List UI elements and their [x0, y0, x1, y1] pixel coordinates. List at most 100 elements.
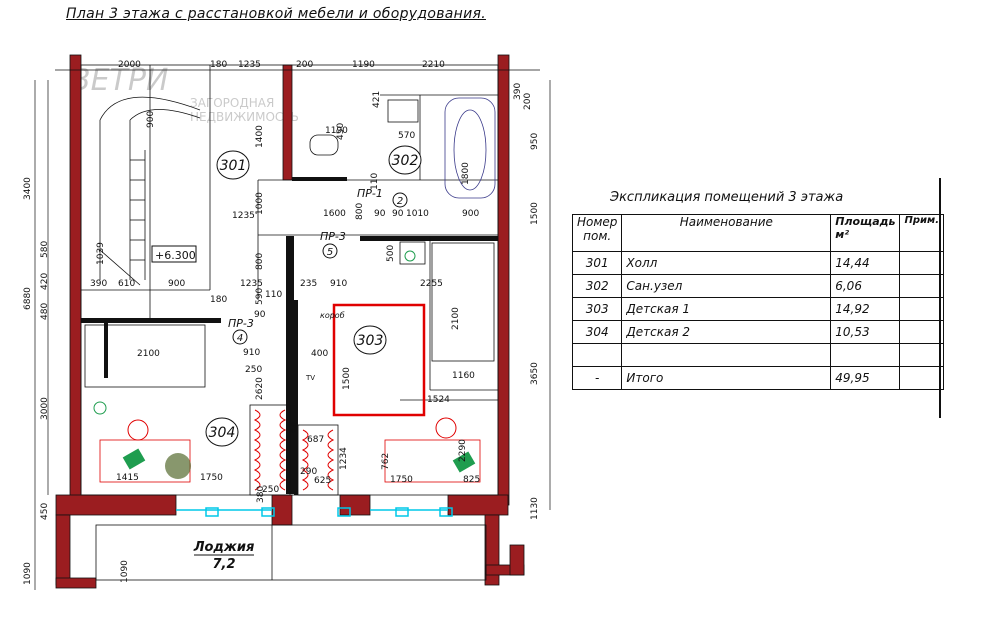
furniture-accents: [93, 250, 476, 479]
table-row: [571, 343, 944, 367]
cell-area: [830, 343, 901, 367]
dim-inner-18: 390: [90, 279, 107, 289]
dim-inner-32: 2100: [137, 349, 160, 359]
room-markers: [205, 145, 422, 447]
dim-inner-17: 1039: [96, 242, 106, 265]
dim-inner-8: 450: [336, 123, 346, 140]
wall-corner-r: [509, 544, 525, 576]
room-marker-304: [205, 417, 239, 447]
shower-sink: [399, 241, 426, 265]
explication-table: Номер пом. Наименование Площадь м² Прим.…: [571, 214, 944, 390]
cell-note: [899, 343, 944, 367]
dim-inner-21: 180: [210, 295, 227, 305]
wall-bottom-mid: [271, 494, 293, 526]
dim-inner-39: 687: [307, 435, 324, 445]
dim-inner-3: 1235: [232, 211, 255, 221]
dim-left-1: 6880: [23, 287, 33, 310]
sink: [387, 99, 419, 123]
dim-inner-48: 625: [314, 476, 331, 486]
level-mark: +6.300: [155, 249, 196, 262]
bed-304: [84, 324, 206, 388]
wall-bottom-left: [55, 494, 177, 516]
table-header-row: Номер пом. Наименование Площадь м² Прим.: [571, 214, 944, 252]
cell-note: [899, 251, 944, 275]
cell-area: 14,92: [830, 297, 901, 321]
cell-num: 304: [571, 320, 623, 344]
dim-inner-35: 1160: [452, 371, 475, 381]
cell-num: -: [571, 366, 623, 390]
header-area: Площадь м²: [830, 214, 901, 252]
desk-303: [384, 439, 481, 483]
interior-walls: [81, 177, 498, 495]
wall-bottom-right: [447, 494, 509, 516]
dim-inner-24: 590: [255, 288, 265, 305]
cell-area: 6,06: [830, 274, 901, 298]
dim-inner-52: 1090: [120, 560, 130, 583]
windows: [176, 507, 453, 517]
loggia-outline: [95, 524, 487, 581]
cell-num: 303: [571, 297, 623, 321]
dim-inner-10: 110: [370, 173, 380, 190]
wardrobe-303: [297, 424, 339, 496]
dim-left-3: 580: [40, 241, 50, 258]
dim-inner-43: 1750: [200, 473, 223, 483]
dim-right-0: 390: [513, 83, 523, 100]
table-row: 303 Детская 1 14,92: [571, 297, 944, 321]
dimension-lines: [34, 69, 551, 590]
room-num-303: 303: [357, 333, 384, 349]
dim-inner-44: 1415: [116, 473, 139, 483]
cell-num: [571, 343, 623, 367]
dim-inner-14: 90: [392, 209, 404, 219]
dim-inner-25: 90: [254, 310, 266, 320]
room-303-highlight: [332, 303, 426, 417]
room-marker-301: [216, 150, 250, 180]
dim-inner-34: 1500: [342, 367, 352, 390]
watermark-logo: ВЕТРИ ЗАГОРОДНАЯ НЕДВИЖИМОСТЬ: [70, 63, 299, 124]
toilet: [309, 134, 339, 156]
dim-inner-20: 900: [168, 279, 185, 289]
dim-inner-45: 380: [256, 486, 266, 503]
dim-top-0: 2000: [118, 60, 141, 70]
door-marker-4: [232, 329, 248, 345]
cell-num: 302: [571, 274, 623, 298]
dim-left-5: 3000: [40, 397, 50, 420]
dim-inner-2: 1000: [255, 192, 265, 215]
wall-left: [69, 54, 82, 506]
watermark-line3: НЕДВИЖИМОСТЬ: [190, 110, 299, 124]
level-box: [151, 245, 197, 263]
dim-right-3: 1500: [530, 202, 540, 225]
header-num: Номер пом.: [571, 214, 623, 252]
dim-inner-12: 1600: [323, 209, 346, 219]
room-num-304: 304: [209, 425, 236, 441]
dim-inner-23: 910: [330, 279, 347, 289]
dim-top-3: 200: [296, 60, 313, 70]
plan-title: План 3 этажа с расстановкой мебели и обо…: [66, 6, 486, 22]
header-name: Наименование: [621, 214, 832, 252]
wall-loggia-bl: [55, 577, 97, 589]
door-marker-2: [392, 192, 408, 208]
room-num-302: 302: [392, 153, 419, 169]
header-area-text: Площадь м²: [835, 215, 896, 241]
room-marker-303: [353, 325, 387, 355]
dim-right-2: 950: [530, 133, 540, 150]
dim-inner-4: 800: [255, 253, 265, 270]
dim-inner-47: 290: [300, 467, 317, 477]
dim-inner-6: 570: [398, 131, 415, 141]
door-num-2: 2: [397, 196, 403, 207]
dim-inner-37: 250: [245, 365, 262, 375]
plant-icon: [165, 453, 191, 479]
dim-top-2: 1235: [238, 60, 261, 70]
dim-inner-19: 610: [118, 279, 135, 289]
dim-inner-41: 762: [381, 453, 391, 470]
door-label-pr3b: ПР-3: [228, 317, 254, 330]
cell-area: 49,95: [830, 366, 901, 390]
dim-right-5: 1130: [530, 497, 540, 520]
label-tv: TV: [305, 374, 315, 382]
drain-icon: [404, 250, 416, 262]
dim-inner-42: 2290: [458, 439, 468, 462]
cell-note: [899, 274, 944, 298]
dim-right-1: 200: [523, 93, 533, 110]
wall-middle: [282, 64, 293, 181]
cell-name: [621, 343, 832, 367]
cell-name: Детская 2: [621, 320, 832, 344]
